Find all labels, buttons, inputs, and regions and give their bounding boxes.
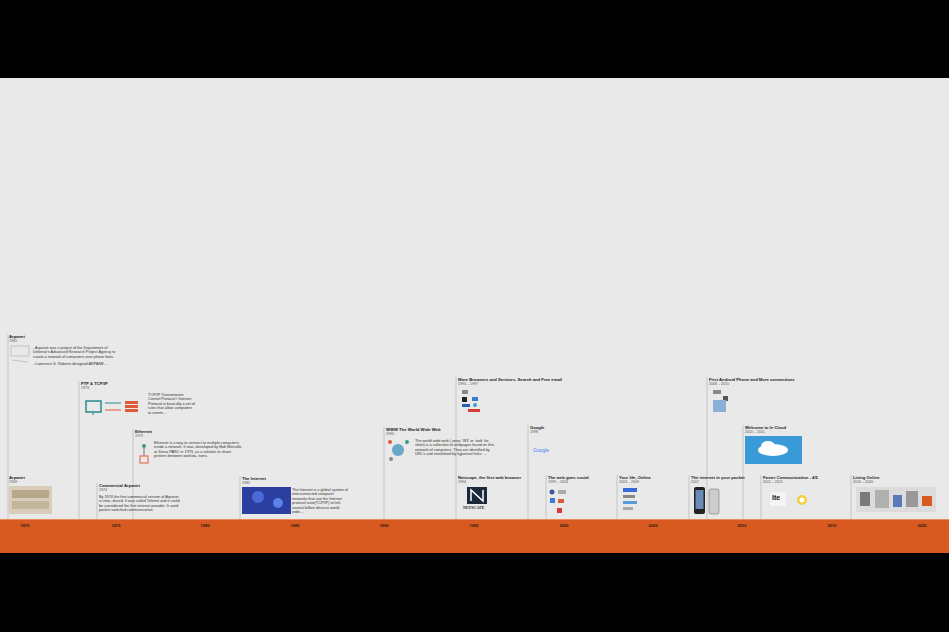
event-card: Living Online2016 – 2020 (853, 475, 880, 485)
event-description: - Arpanet was a project of the Departmen… (33, 346, 118, 360)
event-description: - Lawrence G. Roberts designed ARPANE... (33, 362, 118, 367)
leader-lines (8, 334, 851, 519)
event-title: Commercial Arpanet (99, 483, 181, 488)
event-card: The internet in your pocket2007 (691, 475, 745, 485)
event-date: 1994 (458, 480, 521, 485)
event-date: 1998 (530, 430, 544, 435)
event-title: Ethernet (135, 429, 242, 434)
event-title: Arpanet (9, 475, 25, 480)
event-card: Commercial Arpanet1974 By 1974 the first … (99, 483, 181, 513)
event-date: 2007 (691, 480, 745, 485)
event-date: 1990 (386, 432, 495, 437)
event-description: By 1974 the first commercial version of … (99, 495, 181, 513)
event-card: The Internet1982The Internet is a global… (242, 476, 350, 515)
event-card: WWW The World Wide Web1990The world wide… (386, 427, 495, 457)
event-date: 2008 – 2010 (709, 382, 795, 387)
event-title: FTP & TCP/IP (81, 381, 196, 386)
event-title: Faster Communication - 4/5 (763, 475, 818, 480)
axis-year: 1980 (201, 523, 210, 528)
event-title: More Browsers and Services, Search and F… (458, 377, 562, 382)
logo-text: Google (533, 447, 549, 453)
event-date: 2011 – 2015 (763, 480, 818, 485)
event-date: 1973 (81, 386, 196, 391)
event-card: Ethernet1975Ethernet is a way to connect… (135, 429, 242, 459)
event-card: First Android Phone and More connections… (709, 377, 795, 387)
event-card: Google1998 (530, 425, 544, 435)
event-date: 2010 – 2011 (745, 430, 786, 435)
event-title: Netscape, the first web browser (458, 475, 521, 480)
event-title: The Internet (242, 476, 350, 481)
event-card: Your life, Online2003 – 2009 (619, 475, 651, 485)
event-title: The web goes social (548, 475, 589, 480)
event-date: 1974 (99, 488, 181, 493)
axis-year: 1990 (380, 523, 389, 528)
event-card: Faster Communication - 4/52011 – 2015 (763, 475, 818, 485)
event-date: 1975 (135, 434, 242, 439)
event-card: More Browsers and Services, Search and F… (458, 377, 562, 387)
axis-year: 1970 (21, 523, 30, 528)
axis-year: 2005 (649, 523, 658, 528)
event-card: The web goes social1999 – 2003 (548, 475, 589, 485)
event-description: The world wide web ( www, 'W3' or 'web' … (415, 439, 495, 457)
event-description: Ethernet is a way to connect to multiple… (154, 441, 242, 459)
event-date: 1969 (9, 480, 25, 485)
axis-year: 2020 (918, 523, 927, 528)
event-date: 1982 (242, 481, 350, 486)
event-card: FTP & TCP/IP1973TCP/IP Transmission Cont… (81, 381, 196, 415)
event-title: Welcome to le Cloud (745, 425, 786, 430)
event-card: Netscape, the first web browser1994 (458, 475, 521, 485)
event-card: Arpanet1969 (9, 475, 25, 485)
event-description: TCP/IP Transmission Control Protocol / I… (148, 393, 196, 416)
event-date: 2016 – 2020 (853, 480, 880, 485)
axis-year: 2015 (828, 523, 837, 528)
event-title: The internet in your pocket (691, 475, 745, 480)
event-title: Living Online (853, 475, 880, 480)
event-title: First Android Phone and More connections (709, 377, 795, 382)
event-date: 1999 – 2003 (548, 480, 589, 485)
event-date: 1994 – 1997 (458, 382, 562, 387)
logo-text: lte (772, 494, 780, 501)
event-description: The Internet is a global system of inter… (292, 488, 350, 516)
axis-year: 2000 (560, 523, 569, 528)
event-date: 2003 – 2009 (619, 480, 651, 485)
event-card: Welcome to le Cloud2010 – 2011 (745, 425, 786, 435)
axis-year: 2010 (738, 523, 747, 528)
event-title: Arpanet (9, 334, 118, 339)
axis-year: 1985 (291, 523, 300, 528)
event-date: 1969 (9, 339, 118, 344)
axis-year: 1995 (470, 523, 479, 528)
event-title: Your life, Online (619, 475, 651, 480)
event-title: Google (530, 425, 544, 430)
axis-year: 1975 (112, 523, 121, 528)
event-title: WWW The World Wide Web (386, 427, 495, 432)
event-card: Arpanet1969 - Arpanet was a project of th… (9, 334, 118, 367)
logo-text: NETSCAPE (463, 505, 484, 510)
